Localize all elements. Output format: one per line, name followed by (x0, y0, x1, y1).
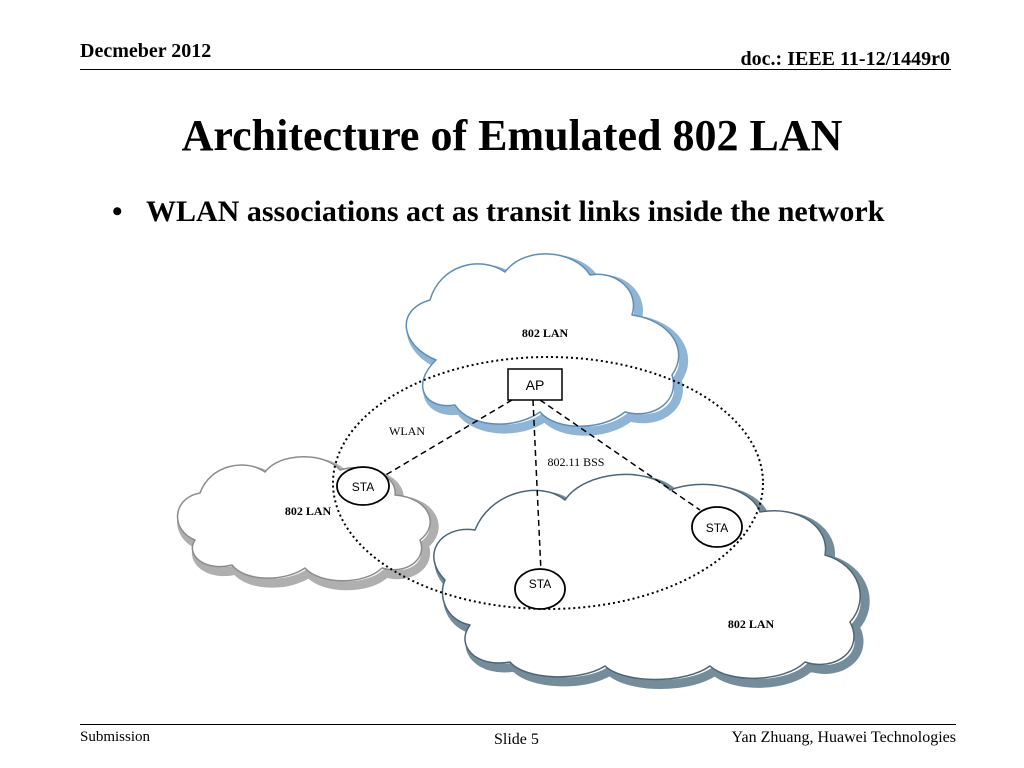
footer-rule (80, 724, 956, 725)
sta-right-node: STA (691, 506, 743, 548)
bullet-text: WLAN associations act as transit links i… (146, 195, 885, 228)
header-doc-id: doc.: IEEE 11-12/1449r0 (740, 48, 950, 70)
header-date: Decmeber 2012 (80, 40, 212, 62)
sta-left-label: STA (352, 480, 374, 494)
wlan-label: WLAN (389, 424, 425, 438)
footer-slide-number: Slide 5 (494, 731, 539, 748)
bss-boundary (332, 356, 764, 610)
slide-title: Architecture of Emulated 802 LAN (181, 111, 843, 160)
cloud-top-label: 802 LAN (522, 326, 569, 340)
bss-label: 802.11 BSS (548, 455, 605, 469)
ap-label: AP (526, 377, 545, 393)
cloud-left-label: 802 LAN (285, 504, 332, 518)
sta-left-node: STA (336, 466, 390, 506)
cloud-bottom (433, 473, 870, 689)
link-ap-sta-bottom (532, 399, 542, 573)
footer-author: Yan Zhuang, Huawei Technologies (731, 729, 956, 746)
cloud-left (176, 456, 439, 591)
link-ap-sta-right (539, 399, 701, 511)
header-rule (80, 69, 951, 70)
bullet-item: • WLAN associations act as transit links… (112, 192, 892, 232)
link-ap-sta-left (383, 399, 513, 477)
sta-right-label: STA (706, 521, 728, 535)
cloud-top (405, 253, 689, 436)
wlan-links (383, 399, 701, 573)
bullet-marker: • (112, 195, 123, 228)
sta-bottom-node: STA (514, 568, 566, 610)
cloud-bottom-label: 802 LAN (728, 617, 775, 631)
footer-submission: Submission (80, 729, 151, 745)
ap-node: AP (507, 368, 563, 401)
sta-bottom-label: STA (529, 577, 551, 591)
